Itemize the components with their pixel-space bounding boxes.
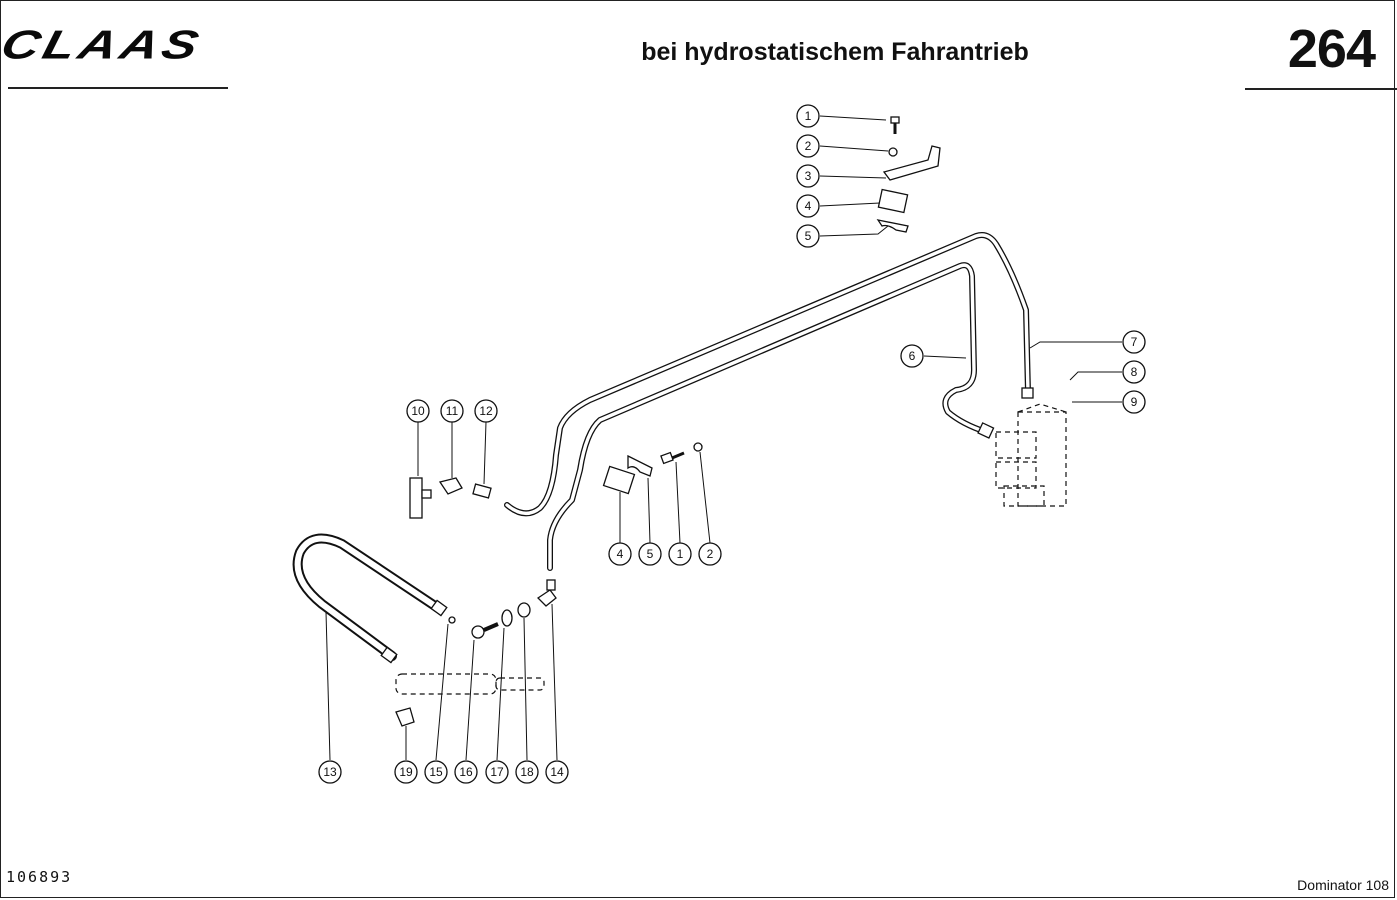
pipe-7-fitting bbox=[1021, 387, 1034, 399]
callout-12: 12 bbox=[474, 399, 498, 423]
callout-6: 6 bbox=[900, 344, 924, 368]
svg-text:15: 15 bbox=[429, 765, 443, 779]
svg-text:5: 5 bbox=[805, 229, 812, 243]
svg-text:8: 8 bbox=[1131, 365, 1138, 379]
bracket-part-3 bbox=[882, 145, 941, 181]
document-id: 106893 bbox=[6, 868, 73, 886]
callout-10: 10 bbox=[406, 399, 430, 423]
svg-text:4: 4 bbox=[805, 199, 812, 213]
pipe-6 bbox=[547, 262, 989, 571]
svg-text:12: 12 bbox=[479, 404, 493, 418]
callout-1-top: 1 bbox=[796, 104, 820, 128]
svg-text:14: 14 bbox=[550, 765, 564, 779]
svg-text:11: 11 bbox=[446, 404, 459, 418]
callout-14: 14 bbox=[545, 760, 569, 784]
callout-2-mid: 2 bbox=[698, 542, 722, 566]
callout-3: 3 bbox=[796, 164, 820, 188]
hose-13 bbox=[292, 533, 448, 664]
svg-text:9: 9 bbox=[1131, 395, 1138, 409]
callout-13: 13 bbox=[318, 760, 342, 784]
page-number-underline bbox=[1245, 88, 1397, 90]
callout-17: 17 bbox=[485, 760, 509, 784]
logo-underline bbox=[8, 87, 228, 89]
valve-block bbox=[995, 403, 1067, 507]
callout-1-mid: 1 bbox=[668, 542, 692, 566]
svg-text:13: 13 bbox=[323, 765, 337, 779]
elbow-part-19 bbox=[395, 707, 415, 727]
svg-text:17: 17 bbox=[490, 765, 504, 779]
nut-part-18 bbox=[517, 602, 531, 618]
callout-5-mid: 5 bbox=[638, 542, 662, 566]
svg-text:2: 2 bbox=[707, 547, 714, 561]
adapter-fitting-12 bbox=[472, 483, 492, 499]
callout-16: 16 bbox=[454, 760, 478, 784]
elbow-fitting-11 bbox=[438, 477, 463, 495]
callout-8: 8 bbox=[1122, 360, 1146, 384]
tee-fitting-10 bbox=[409, 477, 432, 519]
callout-11: 11 bbox=[440, 399, 464, 423]
svg-text:18: 18 bbox=[520, 765, 534, 779]
page-number: 264 bbox=[1287, 19, 1376, 79]
callout-5-top: 5 bbox=[796, 224, 820, 248]
callout-9: 9 bbox=[1122, 390, 1146, 414]
nut-part-2-mid bbox=[693, 442, 703, 452]
bolt-part-1-mid bbox=[660, 451, 685, 465]
o-ring-part-15 bbox=[448, 616, 456, 624]
clamp-part-5-top bbox=[876, 219, 909, 233]
callout-4-mid: 4 bbox=[608, 542, 632, 566]
svg-text:1: 1 bbox=[677, 547, 684, 561]
svg-text:16: 16 bbox=[459, 765, 473, 779]
leader-lines bbox=[325, 115, 1122, 761]
callout-2-top: 2 bbox=[796, 134, 820, 158]
callout-7: 7 bbox=[1122, 330, 1146, 354]
svg-text:1: 1 bbox=[805, 109, 812, 123]
page-title: bei hydrostatischem Fahrantrieb bbox=[641, 38, 1029, 66]
svg-text:5: 5 bbox=[647, 547, 654, 561]
callout-4-top: 4 bbox=[796, 194, 820, 218]
callout-18: 18 bbox=[515, 760, 539, 784]
pipe-6-fitting bbox=[977, 422, 995, 439]
cylinder-outline bbox=[395, 673, 545, 695]
clamp-part-4-top bbox=[877, 188, 909, 214]
svg-text:6: 6 bbox=[909, 349, 916, 363]
bolt-part-1 bbox=[890, 116, 900, 134]
callout-15: 15 bbox=[424, 760, 448, 784]
svg-text:7: 7 bbox=[1131, 335, 1138, 349]
callout-19: 19 bbox=[394, 760, 418, 784]
model-name: Dominator 108 bbox=[1297, 877, 1389, 893]
svg-text:4: 4 bbox=[617, 547, 624, 561]
svg-text:19: 19 bbox=[399, 765, 413, 779]
nut-part-2 bbox=[888, 147, 898, 157]
svg-text:3: 3 bbox=[805, 169, 812, 183]
clamp-part-5-mid bbox=[627, 454, 653, 477]
banjo-bolt-part-16 bbox=[471, 622, 499, 639]
elbow-part-14 bbox=[536, 579, 557, 607]
svg-text:10: 10 bbox=[411, 404, 425, 418]
clamp-part-4-mid bbox=[602, 465, 636, 495]
pipe-7 bbox=[504, 232, 1031, 517]
svg-text:2: 2 bbox=[805, 139, 812, 153]
washer-part-17 bbox=[501, 609, 513, 627]
